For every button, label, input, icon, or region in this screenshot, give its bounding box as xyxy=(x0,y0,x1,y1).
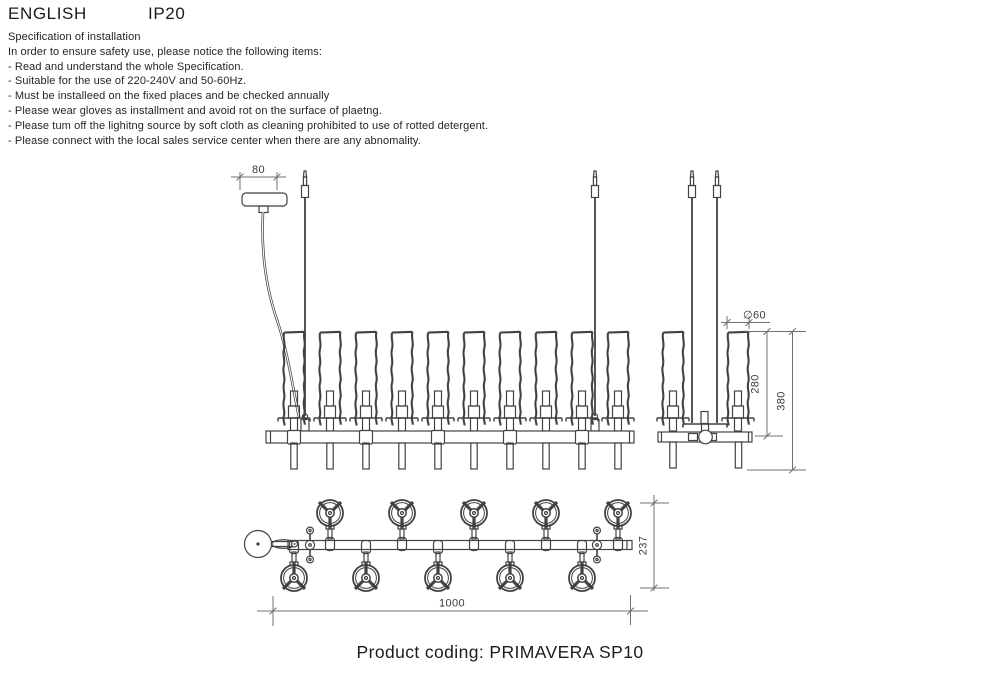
dim-depth-label: 237 xyxy=(638,536,650,556)
center-fitting xyxy=(682,410,728,434)
dim-body-height-label: 280 xyxy=(750,374,762,394)
support-bar-side xyxy=(657,429,753,445)
spec-item: - Suitable for the use of 220-240V and 5… xyxy=(8,75,247,88)
ip-rating-label: IP20 xyxy=(148,4,186,23)
finial-rods xyxy=(290,442,622,470)
power-wire xyxy=(261,211,301,418)
support-bar-front xyxy=(265,430,635,444)
page-header: ENGLISH IP20 xyxy=(8,4,185,24)
spec-item: - Read and understand the whole Specific… xyxy=(8,60,244,73)
spec-item: - Must be installeed on the fixed places… xyxy=(8,90,330,103)
side-view xyxy=(657,170,754,469)
glass-tubes-row xyxy=(278,332,634,431)
spec-item: - Please connect with the local sales se… xyxy=(8,134,421,147)
dim-canopy-width-label: 80 xyxy=(252,164,265,176)
dim-tube-diameter: ∅60 xyxy=(721,310,770,329)
dim-length-label: 1000 xyxy=(439,598,465,610)
ceiling-canopy xyxy=(241,192,288,214)
plan-support-bar xyxy=(287,539,633,551)
product-coding-label: Product coding: PRIMAVERA SP10 xyxy=(356,642,644,662)
plan-view xyxy=(243,498,633,593)
plan-wire-coil xyxy=(271,539,299,549)
dim-heights: 280 380 xyxy=(745,327,806,474)
dim-canopy-width: 80 xyxy=(231,164,286,190)
suspension-rods-side xyxy=(687,170,722,423)
dim-tube-diameter-label: ∅60 xyxy=(743,310,766,322)
language-label: ENGLISH xyxy=(8,4,87,23)
spec-intro: In order to ensure safety use, please no… xyxy=(8,45,323,58)
dim-depth: 237 xyxy=(638,495,669,592)
spec-title: Specification of installation xyxy=(8,31,141,43)
front-view xyxy=(241,170,635,470)
spec-block: Specification of installation In order t… xyxy=(8,30,488,148)
mounting-blocks xyxy=(286,429,590,445)
dim-length: 1000 xyxy=(257,595,648,626)
finial-rods-side xyxy=(669,441,743,469)
dim-overall-height-label: 380 xyxy=(776,391,788,411)
spec-item: - Please wear gloves as installment and … xyxy=(8,104,382,117)
spec-item: - Please tum off the lighitng source by … xyxy=(8,119,489,132)
plan-canopy xyxy=(243,529,273,559)
